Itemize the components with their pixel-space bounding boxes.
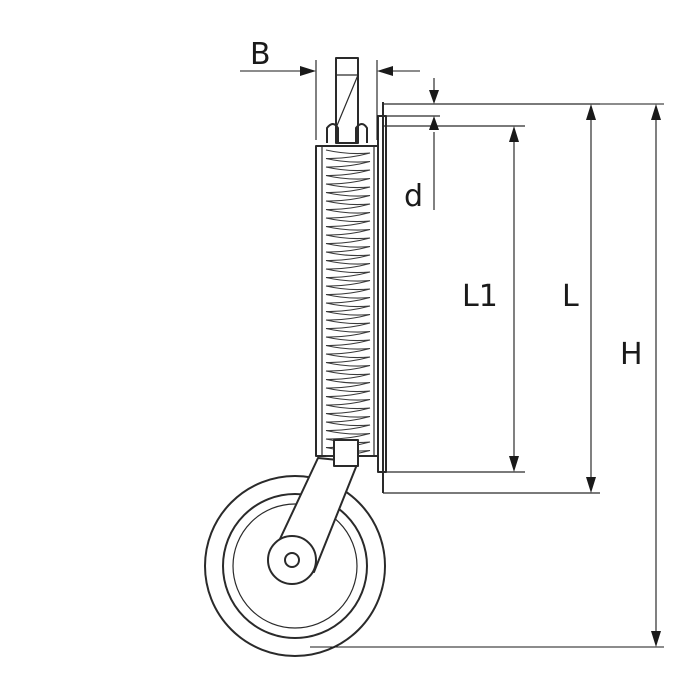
- spring-coil: [325, 421, 371, 432]
- spring-coil: [325, 217, 371, 228]
- label-d: d: [404, 179, 423, 214]
- spring-coil: [325, 149, 371, 160]
- spring-coil: [325, 293, 371, 304]
- dimension-b: B: [240, 37, 420, 140]
- l-arrow-top: [586, 104, 596, 120]
- spring-coil: [325, 157, 371, 168]
- spring-coil: [325, 336, 371, 347]
- spring-coil: [325, 344, 371, 355]
- label-l: L: [562, 279, 579, 314]
- spring-coil: [325, 395, 371, 406]
- b-arrow-right: [377, 66, 393, 76]
- l1-label-bg: [458, 272, 512, 316]
- spring-coil: [325, 429, 371, 440]
- axle-bolt: [284, 552, 300, 568]
- wheel-tire-outer: [204, 475, 386, 657]
- spring-coil: [325, 353, 371, 364]
- spring-coil: [325, 319, 371, 330]
- dimension-h: H: [310, 103, 664, 648]
- spring-coil: [325, 242, 371, 253]
- spring-coil: [325, 234, 371, 245]
- dimension-l: L: [560, 104, 596, 493]
- h-arrow-top: [651, 104, 661, 120]
- spring-coil: [325, 276, 371, 287]
- spring-coil: [325, 174, 371, 185]
- label-b: B: [250, 37, 271, 72]
- spring-coil: [325, 191, 371, 202]
- spring-coil: [325, 378, 371, 389]
- h-label-bg: [618, 330, 654, 374]
- spring-housing: [315, 145, 381, 467]
- wheel-rim-inner: [232, 503, 358, 629]
- spring-coil: [325, 200, 371, 211]
- spring-coil: [325, 166, 371, 177]
- b-arrow-left: [300, 66, 316, 76]
- spring-coil: [325, 183, 371, 194]
- h-arrow-bottom: [651, 631, 661, 647]
- spring-coil: [325, 208, 371, 219]
- dimension-l1: L1: [458, 126, 519, 472]
- wheel: [204, 475, 386, 657]
- spring-coil: [325, 387, 371, 398]
- spring-coil: [325, 251, 371, 262]
- housing-tube: [315, 145, 381, 457]
- top-shaft: [326, 57, 368, 144]
- spring-coil: [325, 259, 371, 270]
- lower-sleeve: [333, 439, 359, 467]
- mounting-plate: [377, 102, 600, 494]
- spring-coil: [325, 412, 371, 423]
- spring-coil: [325, 327, 371, 338]
- shaft-break: [335, 74, 359, 129]
- d-arrow-bottom: [429, 116, 439, 130]
- wheel-rim: [222, 493, 368, 639]
- label-l1: L1: [462, 279, 498, 314]
- spring-coil: [325, 225, 371, 236]
- l1-arrow-bottom: [509, 456, 519, 472]
- spring-coil: [325, 268, 371, 279]
- label-h: H: [620, 337, 643, 372]
- shaft-collar-left: [326, 123, 339, 143]
- axle-hub: [267, 535, 317, 585]
- l1-arrow-top: [509, 126, 519, 142]
- d-arrow-top: [429, 90, 439, 104]
- l-label-bg: [560, 272, 590, 316]
- dimension-d: d: [404, 78, 439, 214]
- spring-coil: [325, 404, 371, 415]
- spring-coils: [325, 149, 371, 457]
- spring-coil: [325, 361, 371, 372]
- spring-coil: [325, 285, 371, 296]
- spring-coil: [325, 302, 371, 313]
- shaft-rod: [335, 57, 359, 144]
- spring-coil: [325, 310, 371, 321]
- shaft-collar-right: [355, 123, 368, 143]
- l-arrow-bottom: [586, 477, 596, 493]
- spring-coil: [325, 370, 371, 381]
